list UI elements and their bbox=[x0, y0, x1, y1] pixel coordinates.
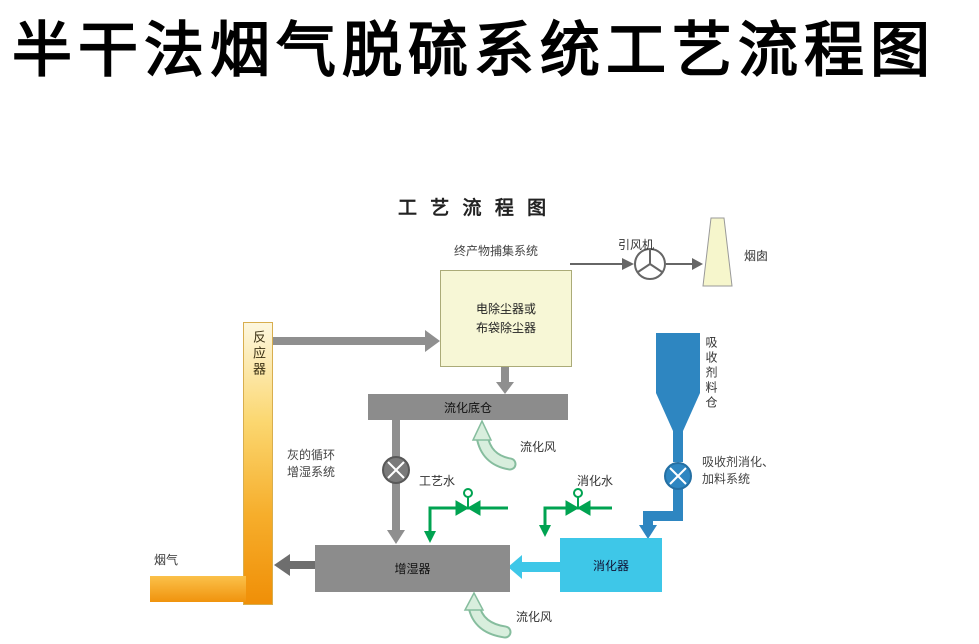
humidifier-to-reactor-pipe bbox=[290, 561, 315, 569]
process-water-valve-icon bbox=[455, 488, 481, 516]
absorbent-rotary-valve-icon bbox=[664, 462, 692, 490]
fluidized-bin-box: 流化底仓 bbox=[368, 394, 568, 420]
slaking-water-arrowhead bbox=[539, 525, 551, 537]
slaker-box: 消化器 bbox=[560, 538, 662, 592]
silo-feed-drop bbox=[643, 511, 653, 527]
esp-to-bin-pipe bbox=[501, 365, 509, 382]
fluidizing-air-arrow-bottom-icon bbox=[463, 591, 512, 639]
esp-label-line1: 电除尘器或 bbox=[475, 301, 536, 316]
flue-gas-duct bbox=[150, 576, 246, 602]
process-water-line bbox=[424, 506, 508, 543]
silo-feed-pipe bbox=[673, 489, 683, 521]
esp-to-bin-arrowhead bbox=[496, 382, 514, 394]
ash-recycle-label-line2: 增湿系统 bbox=[287, 465, 336, 479]
flue-gas-path-arrows bbox=[273, 330, 514, 576]
valve-to-humidifier-pipe bbox=[392, 483, 400, 530]
reactor-label: 反应器 bbox=[251, 330, 266, 378]
absorbent-silo-icon bbox=[639, 333, 700, 539]
valve-to-humidifier-arrowhead bbox=[387, 530, 405, 544]
fluidizing-air-arrow-top-icon bbox=[471, 419, 517, 471]
humidifier-box: 增湿器 bbox=[315, 545, 510, 592]
slaker-label: 消化器 bbox=[592, 558, 629, 573]
bin-to-valve-pipe bbox=[392, 420, 400, 457]
page-title: 半干法烟气脱硫系统工艺流程图 bbox=[12, 18, 936, 84]
chimney-label: 烟囱 bbox=[744, 249, 769, 263]
product-capture-label: 终产物捕集系统 bbox=[454, 244, 539, 258]
humidifier-label: 增湿器 bbox=[394, 562, 431, 576]
slaking-water-valve-icon bbox=[565, 488, 591, 516]
slurry-arrow bbox=[508, 555, 560, 579]
fluidizing-air-top-label: 流化风 bbox=[520, 440, 557, 454]
chimney-icon bbox=[702, 217, 733, 287]
humidifier-to-reactor-arrowhead bbox=[274, 554, 290, 576]
ash-recycle-label-line1: 灰的循环 bbox=[287, 448, 336, 462]
diagram-title: 工 艺 流 程 图 bbox=[398, 198, 551, 219]
esp-box: 电除尘器或 布袋除尘器 bbox=[440, 270, 572, 367]
reactor-column bbox=[243, 322, 273, 605]
fan-label: 引风机 bbox=[618, 238, 655, 252]
silo-feed-arrowhead bbox=[639, 525, 657, 539]
slaking-water-line bbox=[539, 506, 612, 537]
fan-icon bbox=[634, 248, 666, 280]
absorbent-system-label-line2: 加料系统 bbox=[702, 472, 751, 486]
silo-outlet-pipe bbox=[673, 431, 683, 462]
reactor-to-esp-arrowhead bbox=[425, 330, 440, 352]
esp-label-line2: 布袋除尘器 bbox=[475, 320, 536, 335]
process-water-arrowhead bbox=[424, 531, 436, 543]
absorbent-silo-label: 吸收剂料仓 bbox=[704, 336, 718, 411]
fluidizing-air-bottom-label: 流化风 bbox=[516, 610, 553, 624]
fan-to-chimney-arrowhead bbox=[692, 258, 703, 270]
slaking-water-label: 消化水 bbox=[577, 474, 614, 488]
process-water-label: 工艺水 bbox=[419, 474, 456, 488]
absorbent-system-label-line1: 吸收剂消化、 bbox=[702, 455, 775, 469]
fan-duct-lines bbox=[570, 258, 703, 270]
fluidized-bin-label: 流化底仓 bbox=[443, 400, 492, 415]
ash-rotary-valve-icon bbox=[382, 456, 410, 484]
flue-gas-label: 烟气 bbox=[154, 553, 179, 567]
reactor-to-esp-pipe bbox=[273, 337, 425, 345]
silo-feed-elbow bbox=[643, 511, 683, 521]
esp-to-fan-arrowhead bbox=[622, 258, 634, 270]
